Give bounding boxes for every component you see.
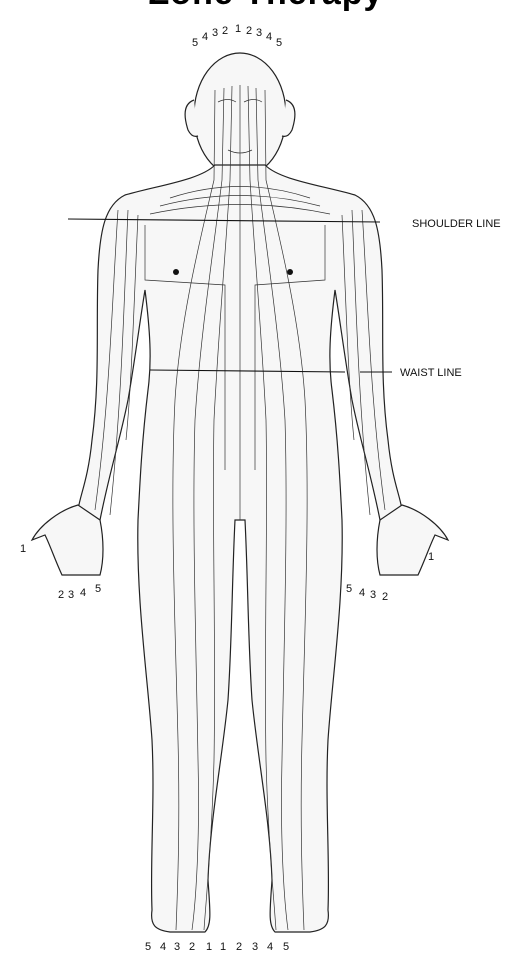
head-zone-number: 1 xyxy=(235,23,241,35)
foot-zone-number: 1 xyxy=(206,941,212,953)
head-zone-number: 2 xyxy=(246,25,252,37)
foot-zone-number: 2 xyxy=(189,941,195,953)
foot-zone-number: 5 xyxy=(283,941,289,953)
foot-zone-number: 4 xyxy=(267,941,273,953)
hand-zone-number: 1 xyxy=(428,551,434,563)
hand-zone-number: 4 xyxy=(80,587,86,599)
hand-zone-number: 2 xyxy=(58,589,64,601)
head-zone-number: 4 xyxy=(266,31,272,43)
hand-zone-number: 1 xyxy=(20,543,26,555)
right-nipple xyxy=(287,269,293,275)
shoulder-line-label: SHOULDER LINE xyxy=(412,218,501,230)
right-hand xyxy=(377,505,448,575)
hand-zone-number: 5 xyxy=(95,583,101,595)
head-zone-number: 4 xyxy=(202,31,208,43)
hand-zone-number: 2 xyxy=(382,591,388,603)
hand-zone-number: 3 xyxy=(370,589,376,601)
foot-zone-number: 1 xyxy=(220,941,226,953)
waist-line-label: WAIST LINE xyxy=(400,367,462,379)
head-zone-number: 5 xyxy=(192,37,198,49)
foot-zone-number: 3 xyxy=(174,941,180,953)
hand-zone-number: 4 xyxy=(359,587,365,599)
hand-zone-number: 3 xyxy=(68,589,74,601)
foot-zone-number: 3 xyxy=(252,941,258,953)
hand-zone-number: 5 xyxy=(346,583,352,595)
left-hand xyxy=(32,505,103,575)
head-zone-numbers: 5 4 3 2 1 2 3 4 5 xyxy=(192,23,282,49)
feet-zone-numbers: 5 4 3 2 1 1 2 3 4 5 xyxy=(145,941,289,953)
foot-zone-number: 2 xyxy=(236,941,242,953)
head-zone-number: 3 xyxy=(212,27,218,39)
foot-zone-number: 4 xyxy=(160,941,166,953)
head-zone-number: 3 xyxy=(256,27,262,39)
left-nipple xyxy=(173,269,179,275)
foot-zone-number: 5 xyxy=(145,941,151,953)
head-zone-number: 5 xyxy=(276,37,282,49)
head-zone-number: 2 xyxy=(222,25,228,37)
